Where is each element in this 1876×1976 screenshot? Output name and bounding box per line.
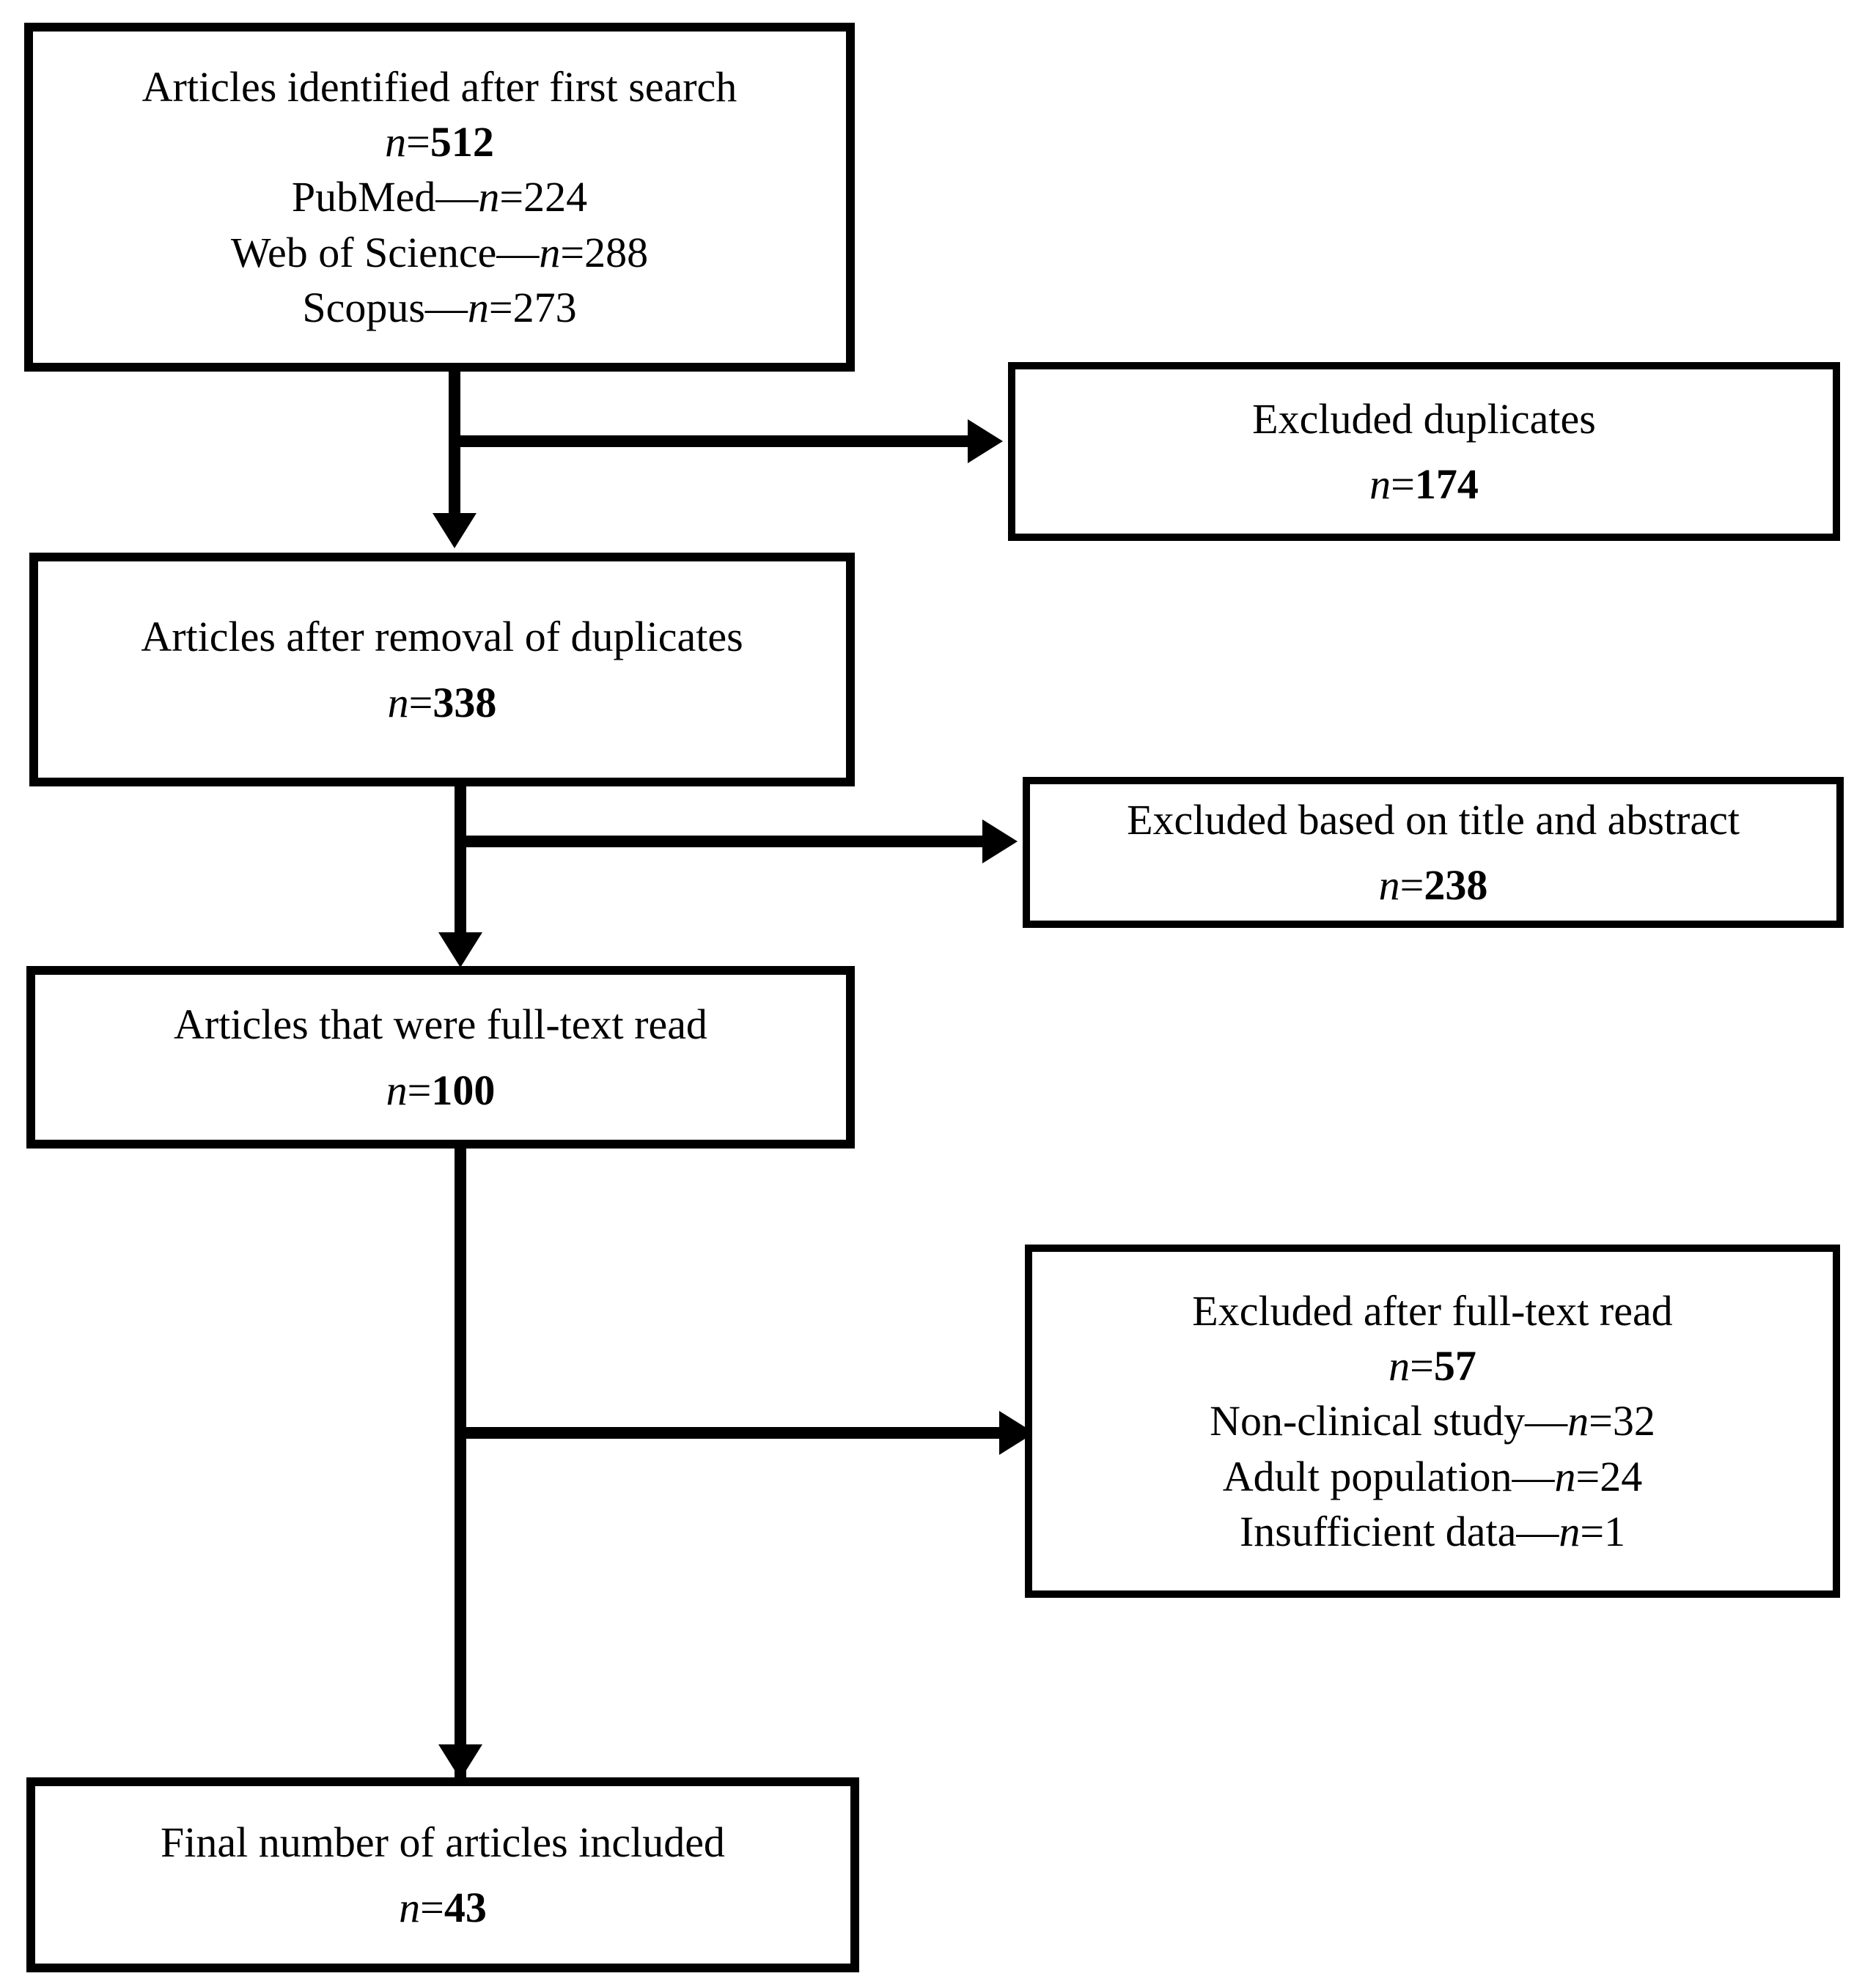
connector-after-duplicates-to-excluded-title-abstract bbox=[460, 836, 982, 847]
excluded-duplicates-n-label: n bbox=[1369, 460, 1391, 508]
excluded-duplicates-title: Excluded duplicates bbox=[1252, 394, 1596, 443]
identified-n-value: 512 bbox=[430, 117, 494, 166]
after-duplicates-title: Articles after removal of duplicates bbox=[141, 613, 743, 661]
excluded-title-abstract-n-value: 238 bbox=[1424, 861, 1488, 909]
box-articles-full-text-read: Articles that were full-text read n=100 bbox=[26, 966, 855, 1149]
excluded-full-text-count: n=57 bbox=[1388, 1341, 1476, 1390]
after-duplicates-count: n=338 bbox=[387, 678, 497, 726]
excluded-full-text-n-label: n bbox=[1388, 1341, 1410, 1390]
box-excluded-after-full-text: Excluded after full-text read n=57 Non-c… bbox=[1025, 1245, 1840, 1598]
full-text-read-count: n=100 bbox=[386, 1066, 496, 1114]
connector-after-duplicates-trunk bbox=[455, 786, 466, 937]
connector-full-text-read-to-excluded-full-text bbox=[460, 1427, 999, 1439]
identified-source-web-of-science: Web of Science—n=288 bbox=[230, 228, 649, 276]
excluded-duplicates-n-value: 174 bbox=[1414, 460, 1479, 508]
identified-n-label: n bbox=[385, 117, 407, 166]
identified-count: n=512 bbox=[385, 117, 494, 166]
excluded-duplicates-count: n=174 bbox=[1369, 460, 1479, 508]
identified-source-pubmed: PubMed—n=224 bbox=[291, 173, 588, 221]
arrowhead-to-full-text-read bbox=[438, 932, 482, 967]
excluded-title-abstract-title: Excluded based on title and abstract bbox=[1127, 795, 1740, 844]
excluded-reason-adult-population: Adult population—n=24 bbox=[1222, 1452, 1643, 1500]
final-included-title: Final number of articles included bbox=[161, 1818, 725, 1866]
excluded-title-abstract-count: n=238 bbox=[1378, 861, 1488, 909]
full-text-read-n-value: 100 bbox=[431, 1066, 496, 1114]
connector-identified-to-excluded-duplicates bbox=[455, 435, 968, 447]
box-articles-after-removal-of-duplicates: Articles after removal of duplicates n=3… bbox=[29, 553, 855, 786]
arrowhead-to-final-included bbox=[438, 1744, 482, 1780]
arrowhead-to-after-duplicates bbox=[433, 513, 477, 548]
box-excluded-title-abstract: Excluded based on title and abstract n=2… bbox=[1023, 777, 1844, 928]
full-text-read-n-label: n bbox=[386, 1066, 408, 1114]
excluded-reason-insufficient-data: Insufficient data—n=1 bbox=[1239, 1508, 1626, 1556]
final-included-n-value: 43 bbox=[444, 1884, 487, 1931]
connector-full-text-read-trunk bbox=[455, 1149, 466, 1780]
box-final-number-included: Final number of articles included n=43 bbox=[26, 1777, 859, 1972]
excluded-full-text-n-value: 57 bbox=[1433, 1341, 1476, 1390]
final-included-count: n=43 bbox=[399, 1884, 487, 1931]
final-included-n-label: n bbox=[399, 1884, 421, 1931]
excluded-full-text-title: Excluded after full-text read bbox=[1192, 1286, 1673, 1335]
arrowhead-to-excluded-duplicates bbox=[968, 419, 1003, 463]
excluded-reason-non-clinical-study: Non-clinical study—n=32 bbox=[1210, 1397, 1655, 1445]
full-text-read-title: Articles that were full-text read bbox=[174, 1000, 707, 1049]
box-articles-identified: Articles identified after first search n… bbox=[24, 23, 855, 372]
excluded-title-abstract-n-label: n bbox=[1378, 861, 1400, 909]
identified-title: Articles identified after first search bbox=[141, 62, 737, 111]
box-excluded-duplicates: Excluded duplicates n=174 bbox=[1008, 362, 1840, 541]
after-duplicates-n-label: n bbox=[387, 678, 409, 726]
identified-source-scopus: Scopus—n=273 bbox=[302, 284, 577, 332]
arrowhead-to-excluded-title-abstract bbox=[982, 819, 1018, 863]
after-duplicates-n-value: 338 bbox=[433, 678, 497, 726]
